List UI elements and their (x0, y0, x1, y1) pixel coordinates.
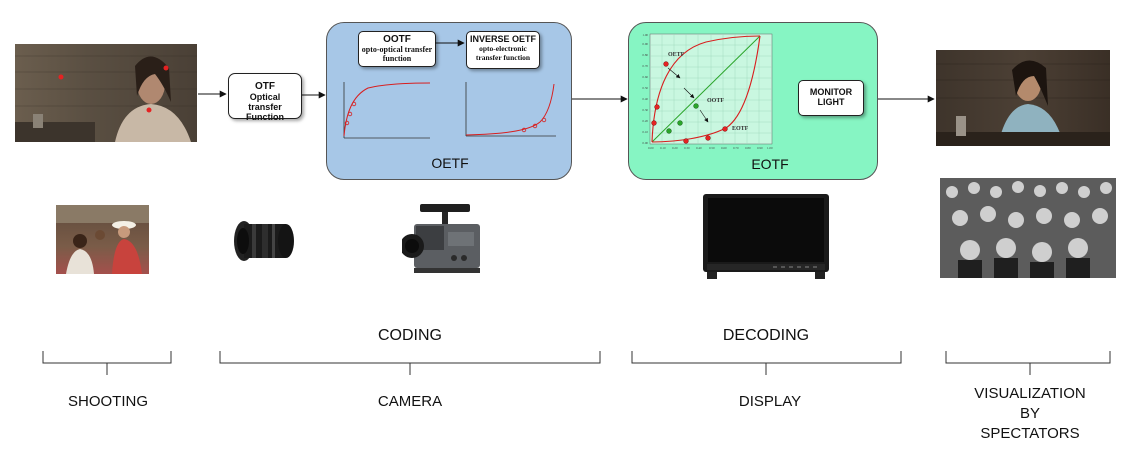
bracket-shooting (42, 351, 172, 375)
eotf-y-tick-1: 0.10 (642, 130, 648, 134)
ootf-subtitle: opto-optical transfer function (361, 45, 433, 63)
eotf-y-tick-6: 0.60 (642, 75, 648, 79)
ootf-node: OOTF opto-optical transfer function (358, 31, 436, 67)
eotf-plot-label-eotf: EOTF (732, 126, 749, 132)
crew-shooting-photo-icon (56, 205, 149, 274)
ootf-to-inverse-arrow (435, 39, 465, 47)
eotf-y-tick-5: 0.50 (642, 86, 648, 90)
eotf-y-tick-3: 0.30 (642, 108, 648, 112)
audience-photo-icon (940, 178, 1116, 278)
coding-label: CODING (378, 327, 442, 344)
eotf-x-tick-5: 0.50 (709, 146, 715, 150)
eotf-x-tick-0: 0.00 (648, 146, 654, 150)
eotf-x-tick-6: 0.60 (721, 146, 727, 150)
decoding-label: DECODING (722, 327, 810, 344)
marker-3 (146, 107, 152, 113)
eotf-plot-label-ootf: OOTF (707, 98, 724, 104)
eotf-plot-label-oetf: OETF (668, 52, 685, 58)
ootf-title: OOTF (383, 34, 411, 45)
eotf-x-tick-2: 0.20 (672, 146, 678, 150)
visualization-line-1: VISUALIZATION (974, 385, 1086, 402)
eotf-x-tick-7: 0.70 (733, 146, 739, 150)
oetf-plot-right (465, 82, 556, 137)
cinema-camera-icon (400, 202, 482, 276)
eotf-x-tick-3: 0.30 (684, 146, 690, 150)
inverse-oetf-subtitle: opto-electronic transfer function (475, 44, 531, 62)
otf-subtitle: Optical transfer Function (246, 92, 284, 122)
bracket-visualization (945, 351, 1111, 375)
eotf-y-tick-4: 0.40 (642, 97, 648, 101)
film-still-right-icon (936, 50, 1110, 146)
eotf-y-tick-2: 0.20 (642, 119, 648, 123)
eotf-panel-label: EOTF (751, 156, 789, 172)
shooting-label: SHOOTING (67, 393, 148, 410)
eotf-x-tick-4: 0.40 (696, 146, 702, 150)
camera-label: CAMERA (377, 393, 443, 410)
visualization-line-2: BY (1019, 405, 1040, 422)
marker-1 (58, 74, 64, 80)
monitor-light-node: MONITOR LIGHT (798, 80, 864, 116)
eotf-y-tick-8: 0.80 (642, 53, 648, 57)
cine-lens-icon (232, 218, 296, 264)
oetf-plot-left (343, 82, 431, 139)
inverse-oetf-node: INVERSE OETF opto-electronic transfer fu… (466, 31, 540, 69)
eotf-y-tick-9: 0.90 (642, 42, 648, 46)
eotf-x-tick-8: 0.80 (745, 146, 751, 150)
marker-2 (163, 65, 169, 71)
otf-title: OTF (255, 81, 275, 92)
oetf-panel-label: OETF (431, 155, 469, 171)
visualization-line-3: SPECTATORS (980, 425, 1080, 442)
eotf-x-tick-10: 1.00 (767, 146, 773, 150)
eotf-plot: OETF OOTF EOTF 0.00 0.10 0.20 0.30 0.40 … (642, 33, 773, 150)
eotf-x-tick-9: 0.90 (757, 146, 763, 150)
eotf-y-tick-7: 0.70 (642, 64, 648, 68)
film-still-woman-icon (15, 44, 197, 142)
eotf-y-tick-10: 1.00 (642, 33, 648, 37)
eotf-y-tick-0: 0.00 (642, 141, 648, 145)
bracket-display (631, 351, 902, 375)
eotf-x-tick-1: 0.10 (660, 146, 666, 150)
otf-node: OTF Optical transfer Function (228, 73, 302, 122)
bracket-camera (219, 351, 601, 375)
display-label: DISPLAY (738, 393, 802, 410)
visualization-label: VISUALIZATION BY SPECTATORS (960, 384, 1100, 444)
inverse-oetf-title: INVERSE OETF (469, 34, 536, 44)
monitor-light-title: MONITOR LIGHT (809, 87, 853, 107)
broadcast-monitor-icon (703, 194, 829, 279)
